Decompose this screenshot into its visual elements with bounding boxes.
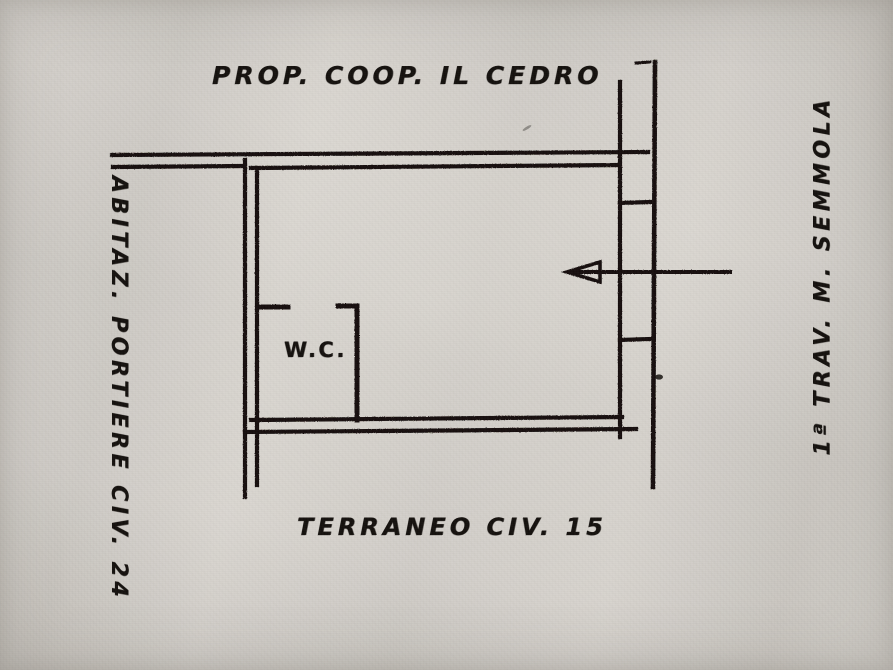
lower-doorway-connector <box>617 336 653 343</box>
street-boundary-line <box>650 59 658 490</box>
ink-smudge <box>522 125 532 131</box>
street-top-tick <box>634 60 652 65</box>
bottom-wall-inner-line <box>248 414 625 423</box>
label-prop-coop-il-cedro: PROP. COOP. IL CEDRO <box>212 61 603 90</box>
top-wall-inner-line-room <box>248 162 623 171</box>
top-wall-inner-line-left <box>110 163 248 170</box>
label-abitaz-portiere-civ-24: ABITAZ. PORTIERE CIV. 24 <box>106 175 132 602</box>
upper-doorway-connector <box>617 199 653 206</box>
label-1a-trav-m-semmola: 1ª TRAV. M. SEMMOLA <box>810 95 836 456</box>
ink-speck <box>655 374 663 380</box>
top-wall-outer-line <box>109 149 651 158</box>
bottom-wall-outer-line <box>242 426 639 435</box>
label-terraneo-civ-15: TERRANEO CIV. 15 <box>297 513 607 541</box>
arrow-head <box>560 259 602 285</box>
label-wc-room: W.C. <box>284 338 347 362</box>
